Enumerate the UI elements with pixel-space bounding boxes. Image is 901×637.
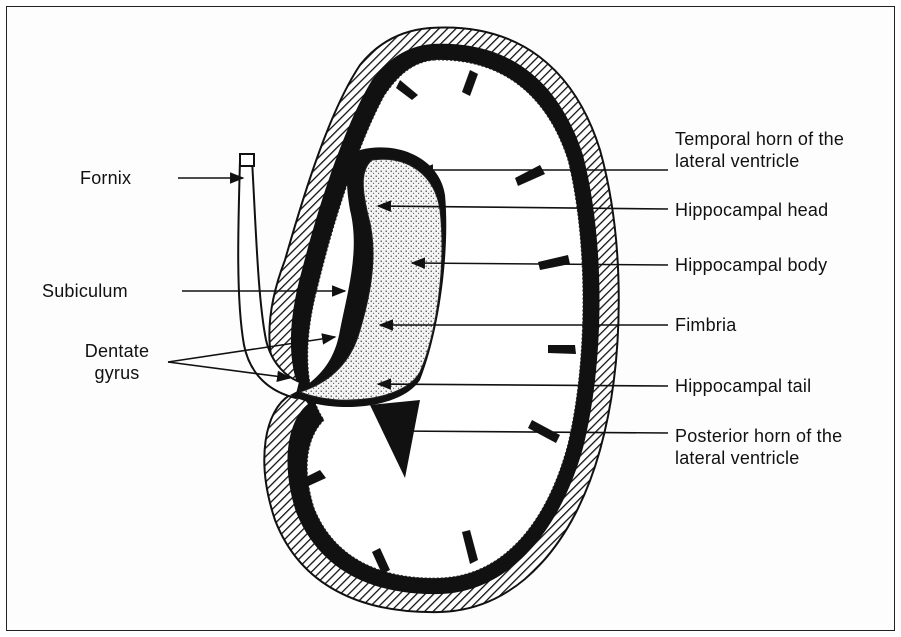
label-posterior-horn-line1: Posterior horn of the (675, 425, 842, 447)
label-dentate-gyrus: Dentate gyrus (72, 340, 162, 384)
label-temporal-horn-line2: lateral ventricle (675, 150, 844, 172)
fornix-cap (240, 154, 254, 166)
label-temporal-horn-line1: Temporal horn of the (675, 128, 844, 150)
label-fornix: Fornix (80, 167, 131, 189)
label-dentate-line1: Dentate (72, 340, 162, 362)
label-hippocampal-body: Hippocampal body (675, 254, 827, 276)
label-subiculum: Subiculum (42, 280, 128, 302)
label-posterior-horn-line2: lateral ventricle (675, 447, 842, 469)
label-posterior-horn: Posterior horn of the lateral ventricle (675, 425, 842, 469)
label-dentate-line2: gyrus (72, 362, 162, 384)
label-fimbria: Fimbria (675, 314, 736, 336)
label-temporal-horn: Temporal horn of the lateral ventricle (675, 128, 844, 172)
label-hippocampal-head: Hippocampal head (675, 199, 828, 221)
label-hippocampal-tail: Hippocampal tail (675, 375, 811, 397)
